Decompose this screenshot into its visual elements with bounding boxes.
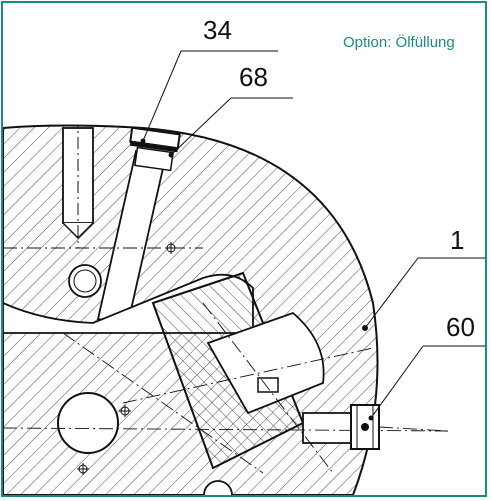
callout-60: 60 xyxy=(446,312,475,342)
body-cutouts xyxy=(3,125,359,495)
center-markers xyxy=(77,242,177,475)
leader-dots xyxy=(140,138,374,421)
drawing-frame: 34 68 1 60 Option: Ölfüllung xyxy=(1,1,487,497)
callout-34: 34 xyxy=(203,15,232,45)
callout-68: 68 xyxy=(239,62,268,92)
callout-1: 1 xyxy=(450,225,464,255)
bolt-axis-line xyxy=(378,426,449,432)
technical-drawing: 34 68 1 60 Option: Ölfüllung xyxy=(3,15,485,495)
option-label: Option: Ölfüllung xyxy=(343,33,455,51)
leader-lines xyxy=(142,50,485,419)
screw-60 xyxy=(350,404,380,450)
